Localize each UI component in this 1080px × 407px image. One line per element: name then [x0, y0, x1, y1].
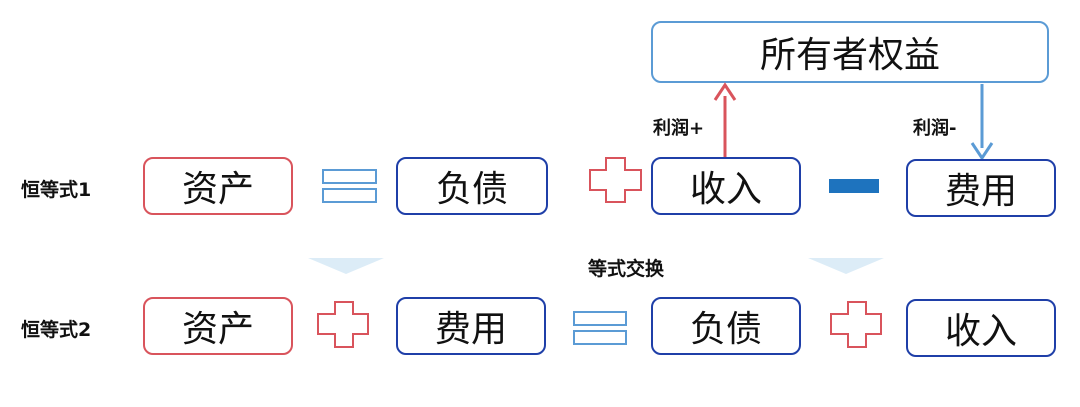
- row1-assets-label: 资产: [181, 169, 254, 210]
- row1-expenses-box: 费用: [906, 159, 1056, 217]
- swap-label: 等式交换: [588, 258, 665, 280]
- profit-plus-arrow: [713, 82, 737, 157]
- minus-sign-row1: [829, 179, 879, 193]
- row2-assets-box: 资产: [143, 297, 293, 355]
- swap-chevron-left: [308, 258, 384, 274]
- swap-chevron-right: [808, 258, 884, 274]
- row1-revenue-box: 收入: [651, 157, 801, 215]
- row2-expenses-box: 费用: [396, 297, 546, 355]
- row1-assets-box: 资产: [143, 157, 293, 215]
- row2-expenses-label: 费用: [434, 309, 507, 350]
- owners-equity-label: 所有者权益: [759, 35, 940, 76]
- row1-liabilities-box: 负债: [396, 157, 548, 215]
- plus-sign-row1: [589, 157, 642, 203]
- row1-label: 恒等式1: [21, 179, 92, 201]
- row1-liabilities-label: 负债: [435, 169, 508, 210]
- row2-assets-label: 资产: [181, 309, 254, 350]
- plus-sign-row2-a: [317, 301, 369, 348]
- equals-sign-row1: [322, 169, 377, 203]
- owners-equity-box: 所有者权益: [651, 21, 1049, 83]
- row1-revenue-label: 收入: [689, 169, 762, 210]
- row2-revenue-label: 收入: [944, 311, 1017, 352]
- row2-liabilities-label: 负债: [689, 309, 762, 350]
- row2-liabilities-box: 负债: [651, 297, 801, 355]
- equals-sign-row2: [573, 311, 627, 345]
- profit-minus-arrow: [970, 84, 994, 161]
- profit-minus-label: 利润-: [913, 118, 957, 139]
- row2-label: 恒等式2: [21, 319, 92, 341]
- row1-expenses-label: 费用: [944, 171, 1017, 212]
- plus-sign-row2-b: [830, 301, 882, 348]
- row2-revenue-box: 收入: [906, 299, 1056, 357]
- profit-plus-label: 利润+: [653, 118, 705, 139]
